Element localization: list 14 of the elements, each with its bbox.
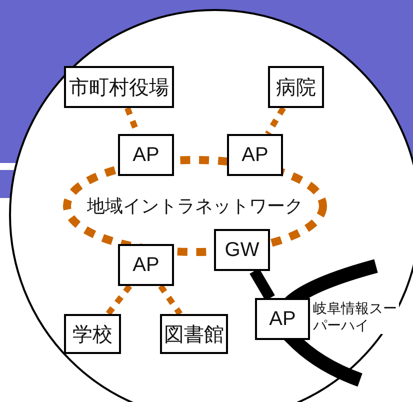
node-box: AP [118, 244, 174, 286]
node-box: AP [227, 134, 283, 176]
connector-line [106, 284, 132, 316]
node-box: 図書館 [160, 314, 228, 354]
node-box: 病院 [268, 66, 324, 108]
network-label: 地域イントラネットワーク [86, 195, 304, 218]
node-box: AP [118, 134, 174, 176]
network-label: 岐阜情報スーパーハイ [313, 300, 399, 334]
node-box: AP [255, 298, 310, 340]
connector-line [158, 284, 183, 316]
node-box: 学校 [64, 314, 121, 354]
connector-line [265, 106, 286, 136]
node-box: 市町村役場 [64, 66, 174, 108]
node-box: GW [214, 229, 270, 271]
